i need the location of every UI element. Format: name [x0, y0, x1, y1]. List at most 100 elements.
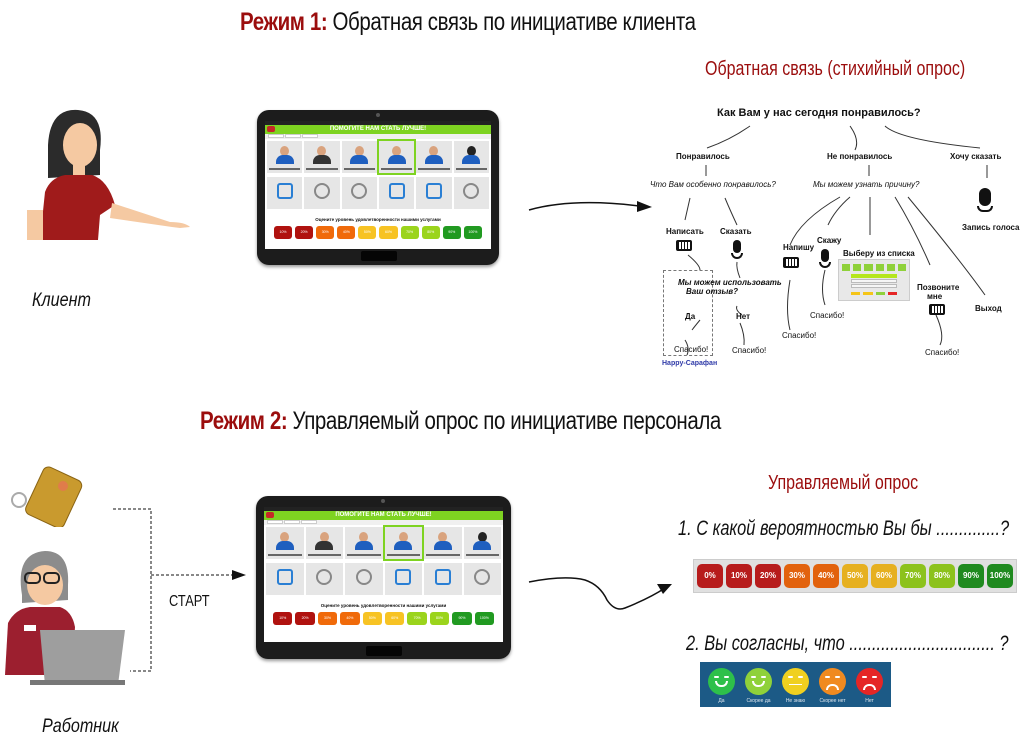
keyboard-icon — [783, 257, 799, 268]
cleaning-icon — [395, 569, 412, 585]
staff-card[interactable] — [266, 527, 304, 559]
staff-card[interactable] — [463, 527, 501, 559]
rate-option-button[interactable]: 20% — [295, 612, 315, 625]
flow-liked-question: Что Вам особенно понравилось? — [650, 180, 776, 189]
rate-option-button[interactable]: 80% — [421, 226, 440, 239]
percent-option-button[interactable]: 100% — [987, 564, 1013, 588]
percent-option-button[interactable]: 50% — [842, 564, 868, 588]
rate-option-button[interactable]: 70% — [407, 612, 427, 625]
category-card[interactable] — [267, 177, 303, 209]
staff-cards — [265, 139, 491, 175]
rate-option-button[interactable]: 50% — [362, 612, 383, 625]
rate-option-button[interactable]: 70% — [400, 226, 419, 239]
rate-option-button[interactable]: 30% — [317, 612, 338, 625]
neutral-face-icon — [782, 668, 809, 695]
tablet-tab[interactable] — [267, 520, 283, 524]
category-card[interactable] — [424, 563, 462, 595]
keyboard-icon — [929, 304, 945, 315]
tablet-header: ПОМОГИТЕ НАМ СТАТЬ ЛУЧШЕ! — [264, 511, 503, 520]
flow-exit: Выход — [975, 304, 1002, 313]
tablet-tab[interactable] — [285, 134, 301, 138]
rate-options: 10%20%30%40%50%60%70%80%90%100% — [264, 608, 503, 629]
client-arm — [110, 203, 190, 228]
survey-question-2: 2. Вы согласны, что ....................… — [686, 632, 1009, 655]
flow-will-say: Скажу — [817, 236, 842, 245]
flow-thanks-call: Спасибо! — [925, 348, 960, 357]
staff-card[interactable] — [424, 527, 462, 559]
agree-option-button[interactable]: Не знаю — [782, 668, 809, 704]
staff-card[interactable] — [453, 141, 489, 173]
rate-option-button[interactable]: 90% — [442, 226, 461, 239]
flow-disliked: Не понравилось — [827, 152, 893, 161]
flow-voice-record: Запись голоса — [962, 223, 1020, 232]
rate-option-button[interactable]: 100% — [474, 612, 495, 625]
category-card[interactable] — [378, 177, 415, 209]
category-cards — [264, 561, 503, 597]
rate-option-button[interactable]: 60% — [385, 612, 405, 625]
start-bracket — [113, 508, 246, 672]
agree-option-button[interactable]: Скорее нет — [819, 668, 846, 704]
tablet-tab[interactable] — [284, 520, 300, 524]
percent-option-button[interactable]: 80% — [929, 564, 955, 588]
agree-option-button[interactable]: Нет — [856, 668, 883, 704]
rate-option-button[interactable]: 10% — [274, 226, 293, 239]
tablet-tab[interactable] — [302, 134, 318, 138]
staff-card[interactable] — [345, 527, 383, 559]
percent-option-button[interactable]: 20% — [755, 564, 781, 588]
percent-option-button[interactable]: 10% — [726, 564, 752, 588]
category-card[interactable] — [453, 177, 489, 209]
percent-option-button[interactable]: 0% — [697, 564, 723, 588]
flow-thanks-write: Спасибо! — [782, 331, 817, 340]
mode2-title-rest: Управляемый опрос по инициативе персонал… — [287, 407, 722, 435]
happy-face-icon — [745, 668, 772, 695]
rate-option-button[interactable]: 60% — [379, 226, 398, 239]
percent-option-button[interactable]: 40% — [813, 564, 839, 588]
agree-option-label: Не знаю — [785, 698, 806, 704]
percent-option-button[interactable]: 90% — [958, 564, 984, 588]
category-card[interactable] — [305, 563, 343, 595]
tablet-home-bar — [361, 251, 397, 261]
flow-liked: Понравилось — [676, 152, 730, 161]
category-card[interactable] — [463, 563, 501, 595]
category-card[interactable] — [341, 177, 377, 209]
tablet-tab[interactable] — [268, 134, 284, 138]
rate-option-button[interactable]: 100% — [463, 226, 482, 239]
staff-cards — [264, 525, 503, 561]
mode1-title-rest: Обратная связь по инициативе клиента — [327, 8, 696, 36]
staff-card[interactable] — [416, 141, 452, 173]
rate-option-button[interactable]: 90% — [452, 612, 472, 625]
rate-option-button[interactable]: 50% — [358, 226, 377, 239]
tablet-screen: ПОМОГИТЕ НАМ СТАТЬ ЛУЧШЕ! Оцените уровен… — [265, 121, 491, 249]
percent-option-button[interactable]: 70% — [900, 564, 926, 588]
percent-option-button[interactable]: 60% — [871, 564, 897, 588]
category-card[interactable] — [266, 563, 304, 595]
tablet-home-bar — [366, 646, 402, 656]
worker-illustration — [5, 551, 125, 685]
staff-card-selected[interactable] — [382, 525, 424, 561]
staff-card-selected[interactable] — [376, 139, 417, 175]
rate-option-button[interactable]: 30% — [316, 226, 335, 239]
staff-card[interactable] — [305, 527, 343, 559]
category-card[interactable] — [416, 177, 452, 209]
agree-option-button[interactable]: Скорее да — [745, 668, 772, 704]
rate-option-button[interactable]: 40% — [337, 226, 356, 239]
rate-option-button[interactable]: 80% — [429, 612, 450, 625]
flow-choose-list: Выберу из списка — [843, 249, 915, 258]
agree-option-button[interactable]: Да — [708, 668, 735, 704]
question-icon — [474, 569, 491, 585]
flow-thanks-say: Спасибо! — [810, 311, 845, 320]
rate-option-button[interactable]: 20% — [295, 226, 314, 239]
rate-option-button[interactable]: 10% — [273, 612, 293, 625]
rate-option-button[interactable]: 40% — [340, 612, 360, 625]
percent-option-button[interactable]: 30% — [784, 564, 810, 588]
category-card[interactable] — [304, 177, 340, 209]
mode2-title: Режим 2: Управляемый опрос по инициативе… — [200, 407, 721, 436]
staff-card[interactable] — [267, 141, 303, 173]
staff-card[interactable] — [304, 141, 340, 173]
armchair-icon — [276, 183, 293, 199]
tablet-tab[interactable] — [301, 520, 317, 524]
category-card[interactable] — [345, 563, 383, 595]
flow-say: Сказать — [720, 227, 752, 236]
category-card[interactable] — [384, 563, 422, 595]
staff-card[interactable] — [341, 141, 377, 173]
